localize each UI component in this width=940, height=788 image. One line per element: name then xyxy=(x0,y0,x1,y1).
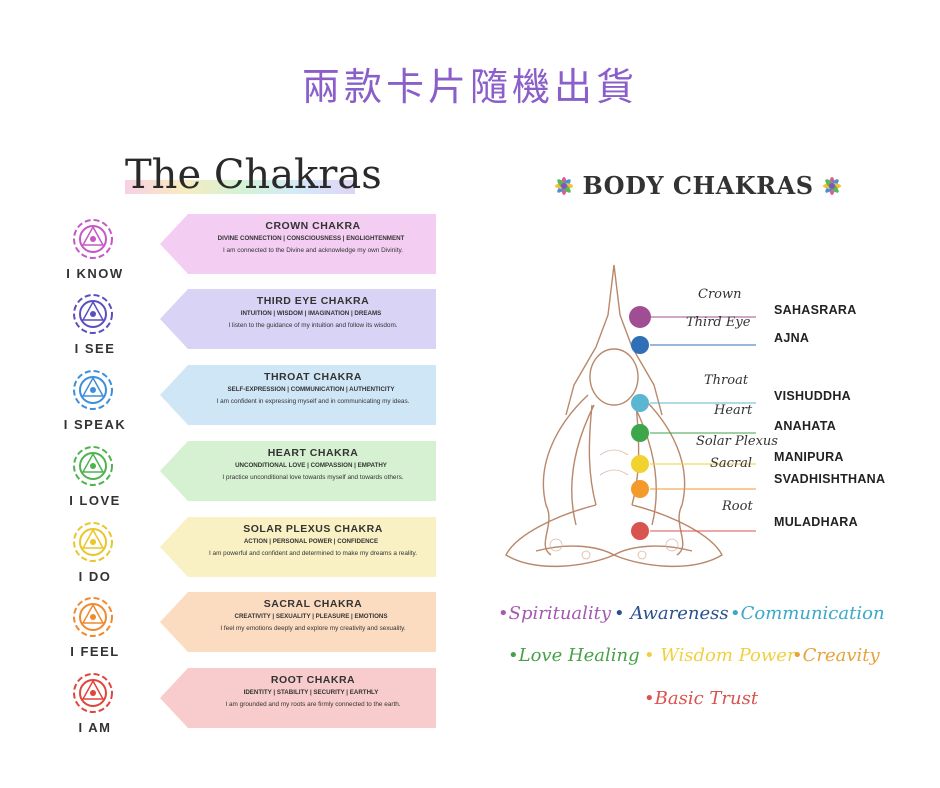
sacral-chakra-icon xyxy=(73,597,113,637)
chakra-name: THROAT CHAKRA xyxy=(264,371,362,383)
chakra-affirmation-text: I practice unconditional love towards my… xyxy=(222,474,404,481)
affirmation-label: I SPEAK xyxy=(63,417,127,432)
chakra-row: I FEEL SACRAL CHAKRA CREATIVITY | SEXUAL… xyxy=(40,592,460,662)
chakra-keywords: INTUITION | WISDOM | IMAGINATION | DREAM… xyxy=(240,310,382,317)
affirmation-label: I AM xyxy=(78,720,112,735)
title-highlight xyxy=(125,180,355,194)
chakra-affirmation-text: I am powerful and confident and determin… xyxy=(208,550,418,557)
chakra-sanskrit-label: SAHASRARA xyxy=(774,303,857,317)
chakra-banner: THIRD EYE CHAKRA INTUITION | WISDOM | IM… xyxy=(160,289,436,349)
page-title: 兩款卡片隨機出貨 xyxy=(301,65,638,109)
throat-chakra-icon xyxy=(73,370,113,410)
chakra-banner: THROAT CHAKRA SELF-EXPRESSION | COMMUNIC… xyxy=(160,365,436,425)
chakra-affirmation-text: I listen to the guidance of my intuition… xyxy=(228,322,398,329)
chakra-banner: ROOT CHAKRA IDENTITY | STABILITY | SECUR… xyxy=(160,668,436,728)
chakra-sanskrit-label: VISHUDDHA xyxy=(774,389,852,403)
legend-item: • Awareness xyxy=(614,603,729,624)
chakra-affirmation-text: I feel my emotions deeply and explore my… xyxy=(220,625,406,632)
chakra-dot xyxy=(631,424,649,442)
chakra-name: CROWN CHAKRA xyxy=(265,220,361,232)
chakras-card-title: The Chakras xyxy=(125,152,382,198)
affirmation-label: I KNOW xyxy=(66,266,124,281)
affirmation-label: I LOVE xyxy=(69,493,121,508)
chakra-keywords: ACTION | PERSONAL POWER | CONFIDENCE xyxy=(243,538,379,545)
chakra-affirmation-text: I am grounded and my roots are firmly co… xyxy=(225,701,401,708)
chakra-name: THIRD EYE CHAKRA xyxy=(256,295,370,307)
legend-item: •Creavity xyxy=(792,645,880,666)
chakra-name: SOLAR PLEXUS CHAKRA xyxy=(243,523,383,535)
chakra-row: I SEE THIRD EYE CHAKRA INTUITION | WISDO… xyxy=(40,289,460,359)
legend-item: •Love Healing xyxy=(508,645,640,666)
chakra-banner: SOLAR PLEXUS CHAKRA ACTION | PERSONAL PO… xyxy=(160,517,436,577)
chakra-english-label: Crown xyxy=(698,287,742,302)
chakra-sanskrit-label: AJNA xyxy=(774,331,810,345)
crown-chakra-icon xyxy=(73,219,113,259)
root-chakra-icon xyxy=(73,673,113,713)
chakra-row: I DO SOLAR PLEXUS CHAKRA ACTION | PERSON… xyxy=(40,517,460,587)
chakra-name: SACRAL CHAKRA xyxy=(263,598,363,610)
chakra-english-label: Throat xyxy=(704,373,749,388)
chakra-banner: CROWN CHAKRA DIVINE CONNECTION | CONSCIO… xyxy=(160,214,436,274)
chakra-sanskrit-label: ANAHATA xyxy=(774,419,837,433)
legend-item: •Communication xyxy=(730,603,885,624)
chakra-row: I SPEAK THROAT CHAKRA SELF-EXPRESSION | … xyxy=(40,365,460,435)
chakra-affirmation-text: I am connected to the Divine and acknowl… xyxy=(223,247,403,254)
lotus-flower-icon xyxy=(822,177,841,195)
legend-item: •Spirituality xyxy=(498,603,612,624)
chakra-banner: HEART CHAKRA UNCONDITIONAL LOVE | COMPAS… xyxy=(160,441,436,501)
chakras-card: The Chakras I KNOW CROWN CHAKRA DIVINE C… xyxy=(40,130,460,770)
body-chakras-card: BODY CHAKRAS xyxy=(468,135,928,745)
chakra-english-label: Sacral xyxy=(710,456,753,471)
chakra-keywords: DIVINE CONNECTION | CONSCIOUSNESS | ENGL… xyxy=(217,235,405,242)
chakra-keywords: UNCONDITIONAL LOVE | COMPASSION | EMPATH… xyxy=(235,462,387,469)
chakra-name: HEART CHAKRA xyxy=(267,447,359,459)
legend-item: •Basic Trust xyxy=(644,688,759,709)
chakra-row: I AM ROOT CHAKRA IDENTITY | STABILITY | … xyxy=(40,668,460,738)
chakra-row: I KNOW CROWN CHAKRA DIVINE CONNECTION | … xyxy=(40,214,460,284)
body-chakras-title: BODY CHAKRAS xyxy=(468,171,928,200)
chakra-name: ROOT CHAKRA xyxy=(270,674,356,686)
lotus-flower-icon xyxy=(555,177,574,195)
chakra-dot xyxy=(631,394,649,412)
chakra-row: I LOVE HEART CHAKRA UNCONDITIONAL LOVE |… xyxy=(40,441,460,511)
affirmation-label: I SEE xyxy=(74,341,116,356)
chakra-affirmation-text: I am confident in expressing myself and … xyxy=(216,398,410,405)
chakra-keywords: CREATIVITY | SEXUALITY | PLEASURE | EMOT… xyxy=(234,613,388,620)
chakra-sanskrit-label: SVADHISHTHANA xyxy=(774,472,886,486)
chakra-dot xyxy=(631,522,649,540)
chakra-sanskrit-label: MULADHARA xyxy=(774,515,858,529)
affirmation-label: I FEEL xyxy=(70,644,120,659)
meditating-figure-illustration xyxy=(505,264,756,568)
chakra-english-label: Heart xyxy=(714,403,753,418)
body-chakras-title-text: BODY CHAKRAS xyxy=(582,171,814,200)
third-eye-chakra-icon xyxy=(73,294,113,334)
solar-plexus-chakra-icon xyxy=(73,522,113,562)
chakra-keywords: SELF-EXPRESSION | COMMUNICATION | AUTHEN… xyxy=(227,386,395,393)
chakra-english-label: Root xyxy=(722,499,753,514)
chakra-dot xyxy=(631,455,649,473)
chakra-dot xyxy=(629,306,651,328)
chakra-banner: SACRAL CHAKRA CREATIVITY | SEXUALITY | P… xyxy=(160,592,436,652)
chakra-english-label: Third Eye xyxy=(686,315,751,330)
affirmation-label: I DO xyxy=(78,569,112,584)
chakra-english-label: Solar Plexus xyxy=(696,434,778,449)
chakra-keywords: IDENTITY | STABILITY | SECURITY | EARTHL… xyxy=(243,689,379,696)
chakra-dot xyxy=(631,480,649,498)
legend-item: • Wisdom Power xyxy=(644,645,796,666)
chakra-sanskrit-label: MANIPURA xyxy=(774,450,844,464)
chakra-dot xyxy=(631,336,649,354)
heart-chakra-icon xyxy=(73,446,113,486)
